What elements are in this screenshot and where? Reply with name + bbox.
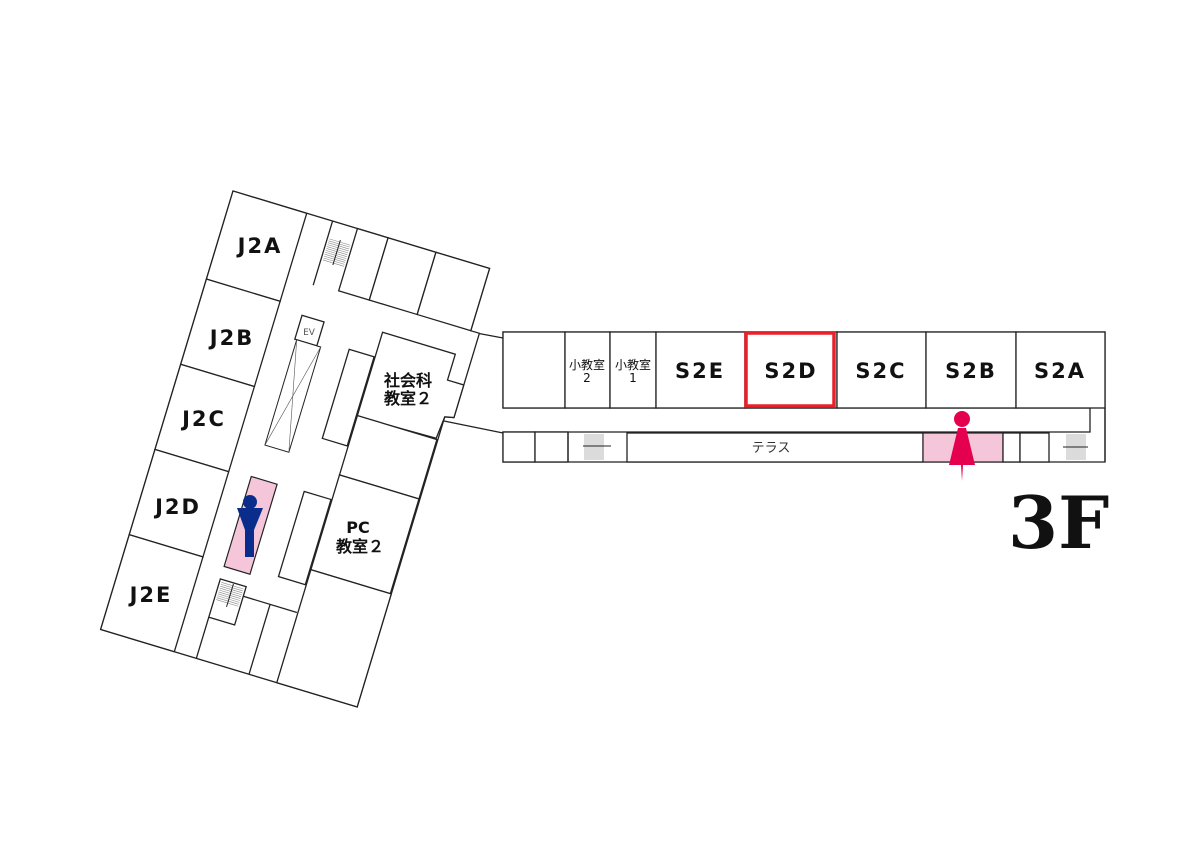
label-terrace: テラス bbox=[752, 441, 791, 456]
island bbox=[277, 490, 332, 586]
label-s2a: S2A bbox=[1034, 359, 1086, 383]
room-s2e[interactable] bbox=[655, 331, 746, 409]
label-s2c: S2C bbox=[855, 359, 906, 383]
label-small-1-line2: 1 bbox=[629, 371, 637, 385]
label-j2b: J2B bbox=[208, 326, 254, 350]
highlighted-room-s2d-outline bbox=[744, 331, 836, 408]
stairs-north bbox=[322, 238, 351, 267]
void-shaft bbox=[264, 339, 322, 453]
stairs-east-1 bbox=[583, 434, 611, 460]
stairs-south-hatch bbox=[216, 582, 244, 608]
wall bbox=[243, 595, 298, 614]
room bbox=[275, 568, 393, 708]
label-pc-line1: PC bbox=[346, 518, 369, 537]
room-s2c[interactable] bbox=[836, 331, 927, 409]
wall bbox=[312, 220, 334, 286]
room bbox=[1002, 432, 1021, 463]
female-restroom-icon bbox=[949, 411, 975, 481]
room bbox=[1019, 432, 1050, 463]
room-small-1[interactable] bbox=[609, 331, 657, 409]
room-small-2[interactable] bbox=[564, 331, 611, 409]
label-j2e: J2E bbox=[128, 583, 173, 607]
room-s2b[interactable] bbox=[925, 331, 1017, 409]
label-j2d: J2D bbox=[153, 495, 201, 519]
floor-number: 3F bbox=[1008, 480, 1109, 565]
room bbox=[502, 331, 566, 409]
label-s2b: S2B bbox=[945, 359, 997, 383]
label-j2a: J2A bbox=[236, 234, 283, 258]
west-wing bbox=[99, 190, 491, 708]
wall bbox=[248, 604, 271, 675]
room bbox=[534, 431, 569, 463]
label-s2d: S2D bbox=[764, 359, 817, 383]
label-social-studies-line2: 教室２ bbox=[384, 389, 432, 408]
stairs-east-2 bbox=[1063, 434, 1088, 460]
room-j2e[interactable] bbox=[99, 533, 204, 653]
male-restroom-icon bbox=[237, 495, 263, 557]
label-j2c: J2C bbox=[180, 407, 226, 431]
room bbox=[502, 431, 536, 463]
label-small-1-line1: 小教室 bbox=[615, 357, 651, 372]
terrace bbox=[626, 432, 924, 463]
island bbox=[321, 348, 375, 447]
label-pc-line2: 教室２ bbox=[336, 537, 384, 556]
connector-wall bbox=[443, 420, 504, 434]
label-social-studies-line1: 社会科 bbox=[383, 371, 432, 390]
east-wing bbox=[502, 331, 1106, 463]
label-s2e: S2E bbox=[675, 359, 725, 383]
label-small-2-line1: 小教室 bbox=[569, 357, 605, 372]
wall bbox=[195, 617, 210, 659]
label-ev: EV bbox=[303, 328, 316, 338]
room bbox=[416, 251, 491, 332]
stairs-south bbox=[207, 578, 248, 626]
label-small-2-line2: 2 bbox=[583, 371, 591, 385]
room-s2a[interactable] bbox=[1015, 331, 1106, 409]
